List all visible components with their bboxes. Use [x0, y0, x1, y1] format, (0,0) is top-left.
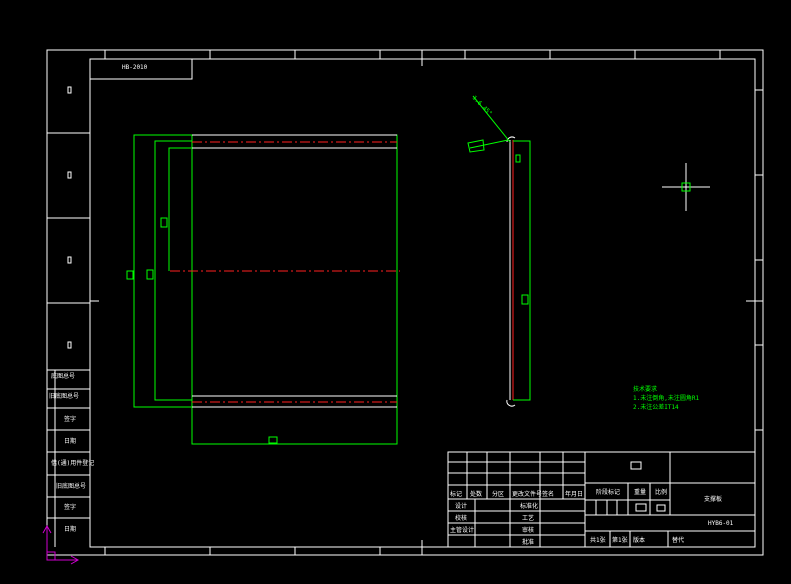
side-label-2: 旧底图总号	[49, 392, 79, 400]
drawing-code: HB-2010	[122, 64, 148, 71]
tb-row4-c3: 批准	[522, 538, 534, 546]
tb-row3-c3: 审核	[522, 526, 534, 534]
title-block-texts: 标记 处数 分区 更改文件号 签名 年月日 设计 标准化 校核 工艺 主管设计 …	[450, 488, 734, 546]
drawing-code-box: HB-2010	[90, 59, 193, 80]
tb-row1-c3: 标准化	[520, 502, 538, 510]
tb-replace: 替代	[672, 536, 684, 544]
side-label-3: 签字	[64, 415, 76, 423]
drawing-frame	[89, 58, 756, 548]
tech-req-line-1: 1.未注倒角,未注圆角R1	[633, 394, 699, 402]
tb-sheet-no: 第1张	[612, 536, 628, 544]
zone-ticks-bottom	[104, 540, 423, 555]
left-side-column	[47, 86, 90, 349]
cursor-crosshair	[662, 163, 710, 211]
side-label-6: 旧底图总号	[56, 482, 86, 490]
tb-scale-label: 比例	[655, 488, 667, 496]
side-label-7: 签字	[64, 503, 76, 511]
tb-row3-c1: 主管设计	[450, 526, 474, 534]
leader-note: 1.6 45°	[471, 94, 494, 117]
side-label-1: 底图总号	[51, 372, 75, 380]
tb-header-5: 签名	[542, 490, 554, 498]
tb-version: 版本	[633, 536, 645, 544]
tb-row2-c3: 工艺	[522, 514, 534, 522]
left-label-texts: 底图总号 旧底图总号 签字 日期 借(通)用件登记 旧底图总号 签字 日期	[49, 372, 94, 533]
side-label-4: 日期	[64, 437, 76, 445]
ucs-axis-icon	[42, 524, 80, 565]
front-view	[126, 134, 400, 445]
tb-row1-c1: 设计	[455, 502, 467, 510]
side-view: 1.6 45°	[467, 94, 531, 407]
tb-part-name: 支撑板	[704, 495, 722, 503]
side-label-5: 借(通)用件登记	[51, 459, 94, 467]
tech-req-title: 技术要求	[633, 385, 657, 393]
tb-header-1: 标记	[450, 490, 462, 498]
tb-stage-label: 阶段标记	[596, 488, 620, 496]
tb-sheets-total: 共1张	[590, 536, 606, 544]
tb-header-6: 年月日	[565, 490, 583, 498]
tb-drawing-number: HYB6-01	[708, 520, 734, 527]
tb-weight-label: 重量	[634, 488, 646, 496]
tb-header-3: 分区	[492, 490, 504, 498]
sheet-outer-border	[46, 49, 764, 556]
tb-header-2: 处数	[470, 490, 482, 498]
tech-req-line-2: 2.未注公差IT14	[633, 403, 679, 411]
tb-header-4: 更改文件号	[512, 490, 542, 498]
technical-requirements: 技术要求 1.未注倒角,未注圆角R1 2.未注公差IT14	[633, 385, 699, 411]
zone-ticks-top	[104, 50, 721, 66]
left-label-table	[47, 369, 90, 547]
zone-ticks-right	[746, 89, 763, 431]
title-block	[447, 451, 756, 548]
side-label-8: 日期	[64, 525, 76, 533]
tb-row2-c1: 校核	[455, 514, 467, 522]
